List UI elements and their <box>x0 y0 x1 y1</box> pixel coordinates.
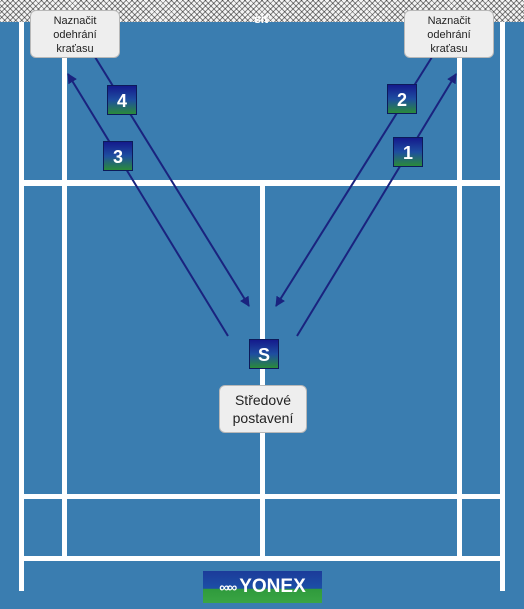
yonex-logo-symbol: ∞∞ <box>219 579 237 595</box>
callout-center-line1: Středové <box>234 392 292 408</box>
badge-3: 3 <box>103 141 133 171</box>
callout-right-line1: Naznačit <box>427 15 471 27</box>
left-outer-sideline <box>19 22 24 591</box>
left-inner-sideline <box>62 22 67 561</box>
callout-right-line2: odehrání <box>427 29 471 41</box>
fake-short-callout-right: Naznačit odehrání kraťasu <box>404 10 494 58</box>
yonex-logo: ∞∞ YONEX <box>203 571 322 603</box>
callout-center-line2: postavení <box>232 410 294 426</box>
fake-short-callout-left: Naznačit odehrání kraťasu <box>30 10 120 58</box>
arrow-1 <box>296 73 457 337</box>
badge-4: 4 <box>107 85 137 115</box>
right-outer-sideline <box>500 22 505 591</box>
center-line <box>260 180 265 561</box>
callout-left-line3: kraťasu <box>56 43 94 55</box>
long-service-line <box>19 494 505 499</box>
callout-left-line2: odehrání <box>53 29 97 41</box>
badge-s: S <box>249 339 279 369</box>
callout-right-line3: kraťasu <box>430 43 468 55</box>
center-position-callout: Středové postavení <box>219 385 307 433</box>
net <box>0 0 524 22</box>
net-label: síť <box>254 12 270 26</box>
right-inner-sideline <box>457 22 462 561</box>
yonex-logo-text: YONEX <box>239 576 306 597</box>
back-boundary-line <box>19 556 505 561</box>
badge-1: 1 <box>393 137 423 167</box>
badge-2: 2 <box>387 84 417 114</box>
callout-left-line1: Naznačit <box>53 15 97 27</box>
arrow-3 <box>67 73 229 337</box>
